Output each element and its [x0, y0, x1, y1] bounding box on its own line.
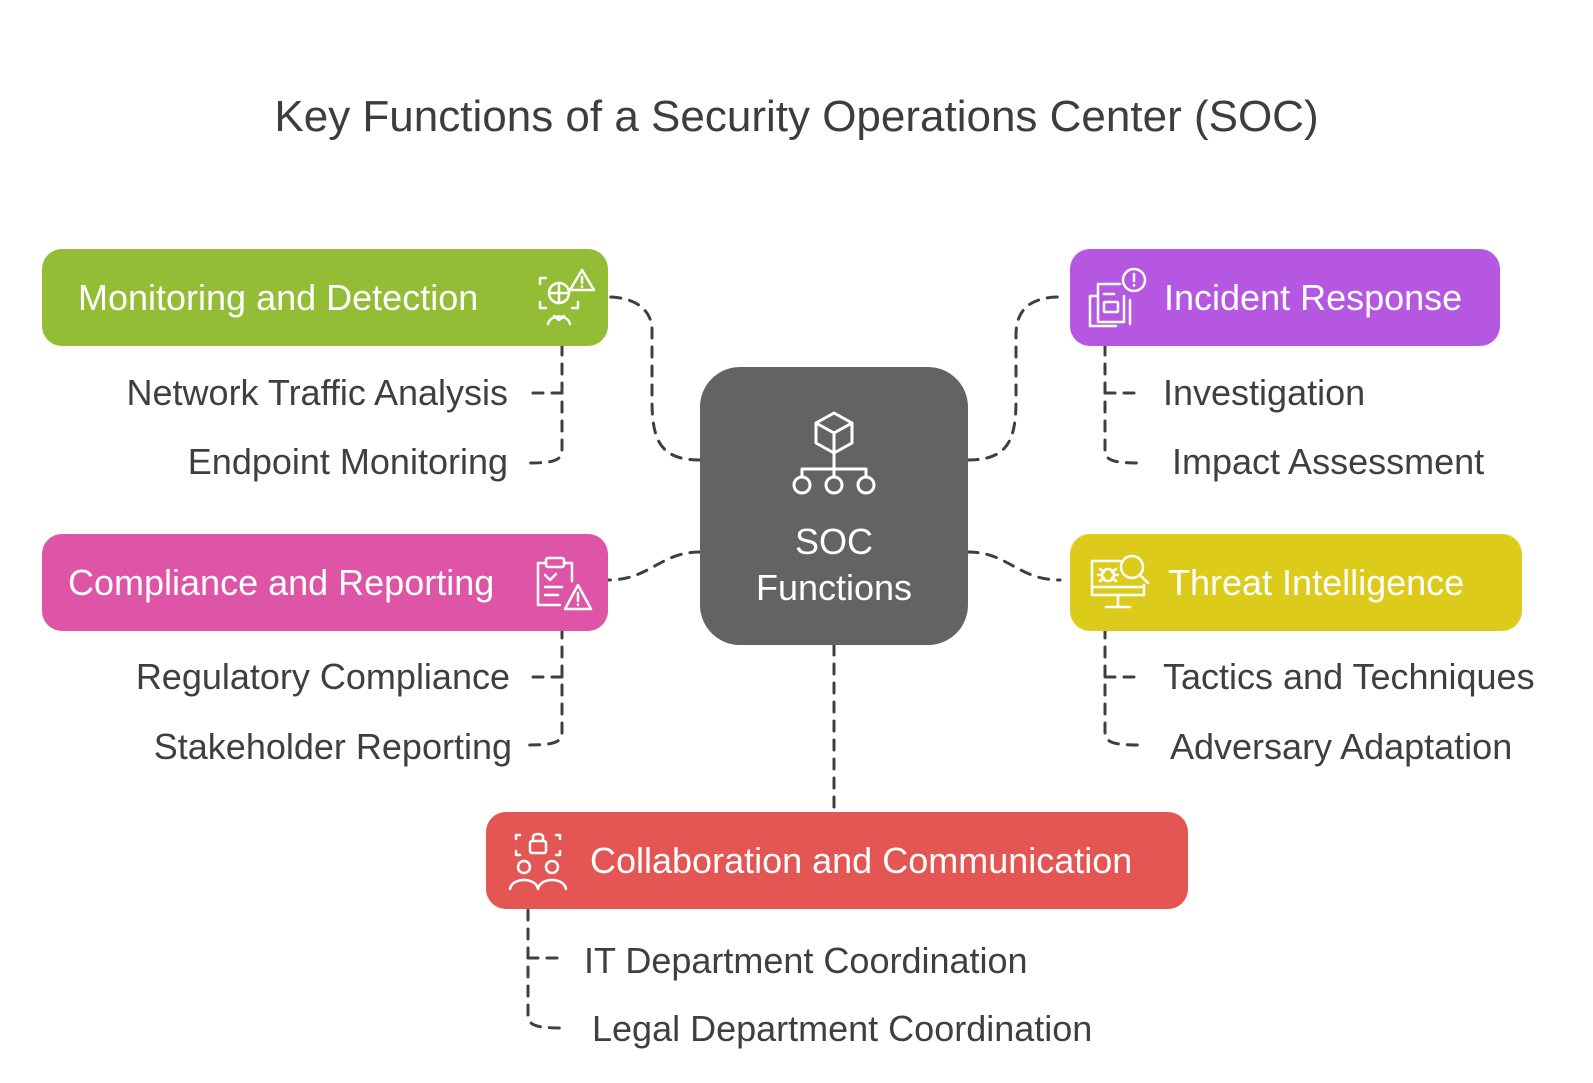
diagram-title: Key Functions of a Security Operations C… — [274, 92, 1319, 141]
threat-item-2: Adversary Adaptation — [1170, 726, 1513, 767]
compliance-item-2: Stakeholder Reporting — [153, 726, 512, 767]
monitor-bug-search-icon — [1086, 551, 1150, 615]
branch-incident: Incident Response — [1070, 249, 1500, 346]
clipboard-warning-icon — [530, 551, 594, 615]
branch-compliance-label: Compliance and Reporting — [68, 561, 495, 603]
monitoring-item-2: Endpoint Monitoring — [187, 441, 508, 482]
connector-compliance-sub — [526, 626, 564, 747]
center-label-line2: Functions — [755, 567, 913, 608]
connector-threat — [966, 550, 1062, 582]
branch-monitoring-label: Monitoring and Detection — [78, 276, 479, 318]
connector-collaboration-sub — [526, 908, 564, 1030]
branch-compliance: Compliance and Reporting — [42, 534, 608, 631]
document-alert-icon — [1086, 266, 1150, 330]
center-label-line1: SOC — [794, 521, 873, 562]
center-node: SOC Functions — [700, 367, 968, 645]
branch-threat-label: Threat Intelligence — [1168, 561, 1465, 603]
connector-incident-sub — [1103, 343, 1142, 465]
threat-item-1: Tactics and Techniques — [1163, 656, 1535, 697]
branch-collaboration-label: Collaboration and Communication — [590, 839, 1133, 881]
branch-incident-label: Incident Response — [1164, 276, 1463, 318]
branch-monitoring: Monitoring and Detection — [42, 249, 608, 346]
incident-item-2: Impact Assessment — [1172, 441, 1485, 482]
branch-collaboration: Collaboration and Communication — [486, 812, 1188, 909]
team-lock-icon — [506, 829, 570, 893]
hierarchy-cube-icon — [788, 407, 880, 499]
connector-compliance — [606, 550, 702, 582]
connector-monitoring-sub — [526, 343, 564, 465]
collaboration-item-1: IT Department Coordination — [584, 940, 1028, 981]
connector-threat-sub — [1103, 626, 1142, 747]
monitoring-item-1: Network Traffic Analysis — [126, 372, 508, 413]
monitor-alert-icon — [534, 266, 598, 330]
compliance-item-1: Regulatory Compliance — [135, 656, 510, 697]
connector-monitoring — [606, 295, 702, 462]
connector-incident — [966, 295, 1062, 462]
incident-item-1: Investigation — [1163, 372, 1366, 413]
branch-threat: Threat Intelligence — [1070, 534, 1522, 631]
collaboration-item-2: Legal Department Coordination — [592, 1008, 1093, 1049]
